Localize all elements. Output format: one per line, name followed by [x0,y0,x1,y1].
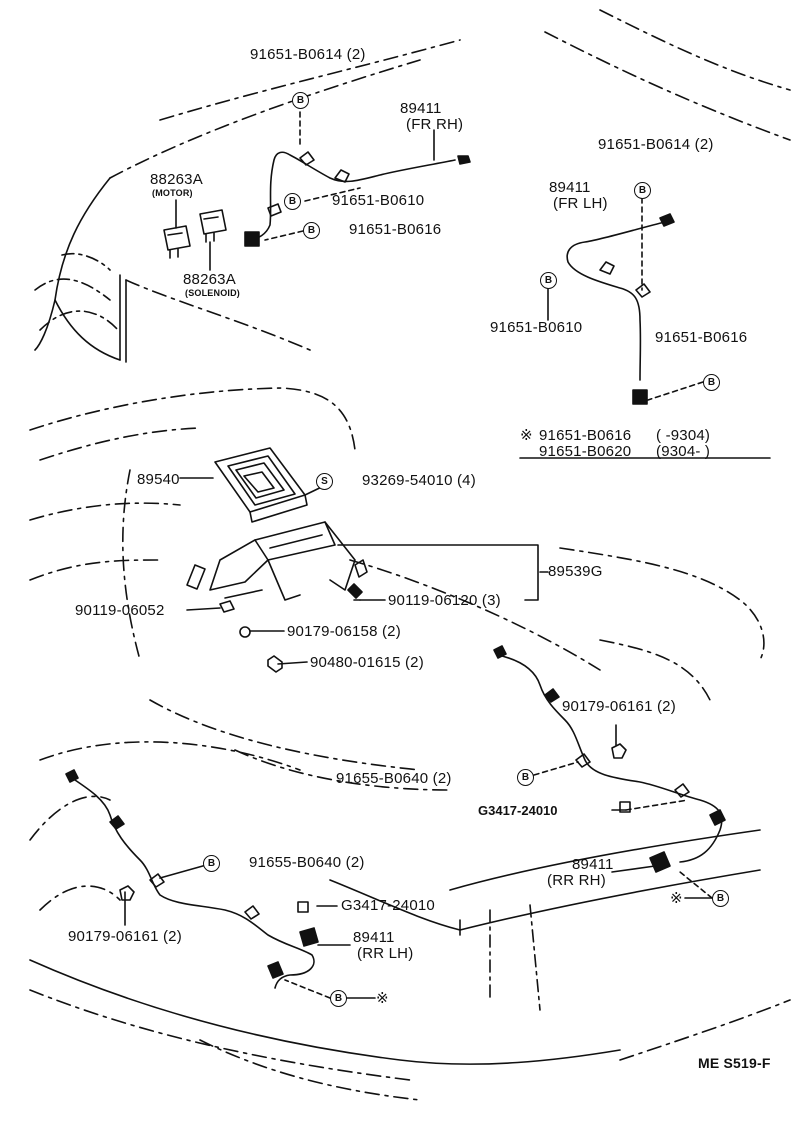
rear-lh-body-outline [29,741,791,1101]
relay-motor-caption: (MOTOR) [152,188,193,198]
frrh-position-label: (FR RH) [406,116,464,133]
leader-rrrh-clip-dash [625,799,689,811]
b-marker: B [330,990,347,1007]
alt-row2-range: (9304- ) [656,443,711,460]
alt-star: ※ [520,427,533,444]
b-marker: B [303,222,320,239]
rear-rh-sensor-wire [493,645,726,873]
rrlh-clip-label: G3417-24010 [341,897,435,914]
frrh-part-label: 89411 [400,100,442,117]
dashboard-outline [29,387,601,771]
leader-rrrh-star-dash [679,871,713,899]
b-marker: B [284,193,301,210]
rrrh-nut-label: 90179-06161 (2) [562,698,676,715]
rrrh-star: ※ [670,890,683,907]
ecu-bracket [186,521,368,601]
ecu-hardware [219,583,363,673]
front-lh-body-outline [544,9,791,141]
b-marker: B [203,855,220,872]
frlh-part-label: 89411 [549,179,591,196]
relay-solenoid-part: 88263A [183,271,236,288]
s-marker: S [316,473,333,490]
leader-bracket [337,544,539,601]
rrrh-part-label: 89411 [572,856,614,873]
frlh-bolt-low-label: 91651-B0616 [655,329,748,346]
frrh-bolt-top-label: 91651-B0614 (2) [250,46,366,63]
rear-rh-body-outline [234,547,765,1011]
alt-row1-range: ( -9304) [656,427,711,444]
front-rh-body-outline [34,39,461,363]
washer-label: 90179-06158 (2) [287,623,401,640]
leader-bolt-left [186,607,221,611]
alt-row2-part: 91651-B0620 [539,443,632,460]
bolt-right-label: 90119-06120 (3) [388,592,501,609]
diagram-code: ME S519-F [698,1055,771,1071]
rear-hardware [119,743,631,913]
b-marker: B [634,182,651,199]
leader-frlh-bolt-low [647,381,704,401]
rrrh-position-label: (RR RH) [547,872,606,889]
leader-rrlh-b-dash [284,979,331,999]
relay-solenoid [199,209,227,271]
frlh-position-label: (FR LH) [553,195,608,212]
frlh-bolt-mid-label: 91651-B0610 [490,319,583,336]
nut-label: 90480-01615 (2) [310,654,424,671]
leader-rrrh-bolt [533,761,579,776]
b-marker: B [540,272,557,289]
b-marker: B [712,890,729,907]
rrlh-part-label: 89411 [353,929,395,946]
frrh-bolt-low-label: 91651-B0616 [349,221,442,238]
frlh-bolt-top-label: 91651-B0614 (2) [598,136,714,153]
frrh-bolt-mid-label: 91651-B0610 [332,192,425,209]
bracket-part-label: 89539G [548,563,603,580]
relay-motor [163,199,191,259]
rrrh-bolt-label: 91655-B0640 (2) [336,770,452,787]
alt-row1-part: 91651-B0616 [539,427,632,444]
ecu-screw-label: 93269-54010 (4) [362,472,476,489]
rrlh-bolt-label: 91655-B0640 (2) [249,854,365,871]
ecu-box [214,447,308,523]
rrrh-clip-label: G3417-24010 [478,803,558,818]
b-marker: B [703,374,720,391]
rear-lh-sensor-wire [65,769,319,989]
front-lh-sensor-wire [566,213,675,405]
relay-motor-part: 88263A [150,171,203,188]
b-marker: B [517,769,534,786]
rrlh-star: ※ [376,990,389,1007]
rrlh-position-label: (RR LH) [357,945,414,962]
bolt-left-label: 90119-06052 [75,602,165,619]
b-marker: B [292,92,309,109]
ecu-part-label: 89540 [137,471,180,488]
rrlh-nut-label: 90179-06161 (2) [68,928,182,945]
leader-nut [277,661,308,665]
front-rh-sensor-wire [244,151,471,247]
leader-frrh-bolt-low [264,230,304,241]
relay-solenoid-caption: (SOLENOID) [185,288,240,298]
leader-rrrh-part [611,865,656,873]
leader-frrh-bolt-mid [304,187,361,202]
